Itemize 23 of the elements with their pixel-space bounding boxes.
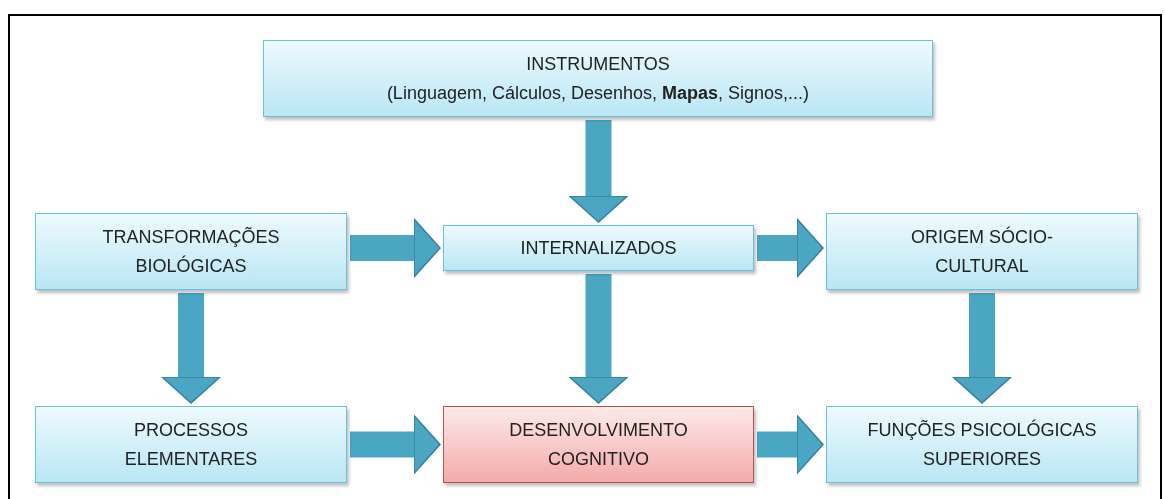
block-arrow [757, 218, 824, 278]
process-box [443, 225, 754, 271]
box-label: PROCESSOS ELEMENTARES [123, 418, 259, 471]
box-label: FUNÇÕES PSICOLÓGICAS SUPERIORES [866, 418, 1098, 471]
block-arrow [350, 218, 441, 278]
process-box [35, 213, 347, 290]
box-label: DESENVOLVIMENTO COGNITIVO [508, 418, 689, 471]
block-arrow [161, 293, 221, 404]
block-arrow [568, 120, 629, 223]
process-box [35, 406, 347, 483]
box-label: INSTRUMENTOS [526, 52, 670, 76]
box-label: INTERNALIZADOS [520, 236, 677, 260]
process-box [826, 406, 1138, 483]
box-label: (Linguagem, Cálculos, Desenhos, Mapas, Signos,...) [386, 81, 810, 105]
process-box [826, 213, 1138, 290]
process-box [263, 40, 933, 117]
block-arrow [568, 274, 629, 404]
box-label: ORIGEM SÓCIO-CULTURAL [910, 225, 1054, 278]
box-label: TRANSFORMAÇÕES BIOLÓGICAS [101, 225, 281, 278]
block-arrow [952, 293, 1012, 404]
block-arrow [350, 414, 441, 475]
process-box [443, 406, 754, 483]
block-arrow [757, 414, 824, 475]
